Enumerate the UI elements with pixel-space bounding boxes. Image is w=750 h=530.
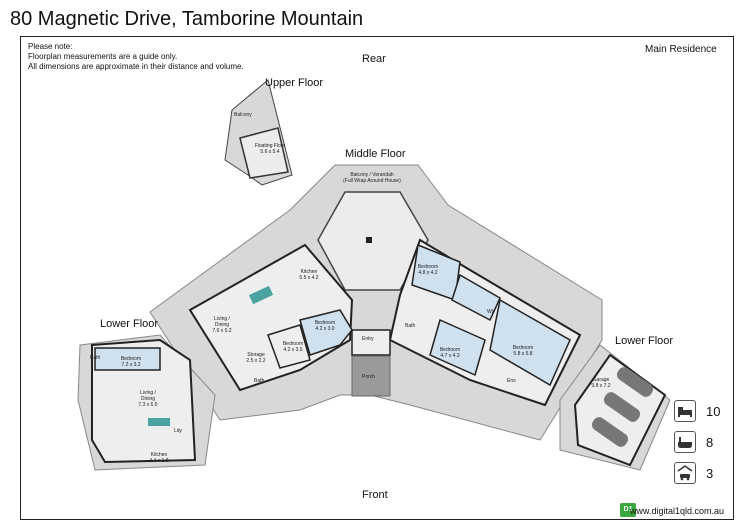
- bedroom-blue-right-mid: [429, 318, 486, 377]
- note-line-1: Please note:: [28, 42, 73, 51]
- note-line-3: All dimensions are approximate in their …: [28, 62, 244, 71]
- room-laundry: Ldy: [174, 428, 183, 434]
- bed-icon: [674, 400, 696, 422]
- main-residence-label: Main Residence: [645, 44, 717, 55]
- room-bath-right: Bath: [405, 323, 416, 329]
- company-logo: D1: [620, 503, 636, 517]
- note-line-2: Floorplan measurements are a guide only.: [28, 52, 178, 61]
- lower-floor-right-label: Lower Floor: [615, 335, 674, 347]
- bedroom-blue-left: [299, 309, 353, 356]
- website-link[interactable]: www.digital1qld.com.au: [629, 506, 724, 516]
- room-bath-lower: Bath: [90, 355, 101, 361]
- bathrooms-count: 8: [706, 435, 714, 450]
- disclaimer-note: Please note: Floorplan measurements are …: [28, 42, 244, 72]
- upper-floor-label: Upper Floor: [265, 77, 324, 89]
- upper-floor-room: [239, 127, 289, 179]
- page-title: 80 Magnetic Drive, Tamborine Mountain: [10, 8, 364, 30]
- lower-bedroom-blue: [94, 347, 161, 371]
- bath-icon: [674, 431, 696, 453]
- room-porch: Porch: [362, 374, 376, 380]
- middle-floor-label: Middle Floor: [345, 148, 406, 160]
- rear-label: Rear: [362, 53, 386, 65]
- room-ens: Ens: [507, 378, 516, 384]
- bedroom-blue-right: [489, 298, 571, 387]
- room-wir: Wir: [487, 309, 495, 315]
- hexagon-balcony: [317, 191, 429, 291]
- front-label: Front: [362, 489, 388, 501]
- car-spaces-count: 3: [706, 466, 714, 481]
- plan-frame: [20, 36, 734, 520]
- room-balcony-upper: Balcony: [234, 112, 252, 118]
- room-bath-middle: Bath: [254, 378, 265, 384]
- lower-floor-left-label: Lower Floor: [100, 318, 159, 330]
- bedrooms-count: 10: [706, 404, 721, 419]
- wir-room: [451, 273, 501, 322]
- car-icon: [674, 462, 696, 484]
- room-balcony-verandah: Balcony / Verandah(Full Wrap Around Hous…: [343, 172, 401, 184]
- room-entry: Entry: [362, 336, 374, 342]
- porch: [351, 355, 391, 397]
